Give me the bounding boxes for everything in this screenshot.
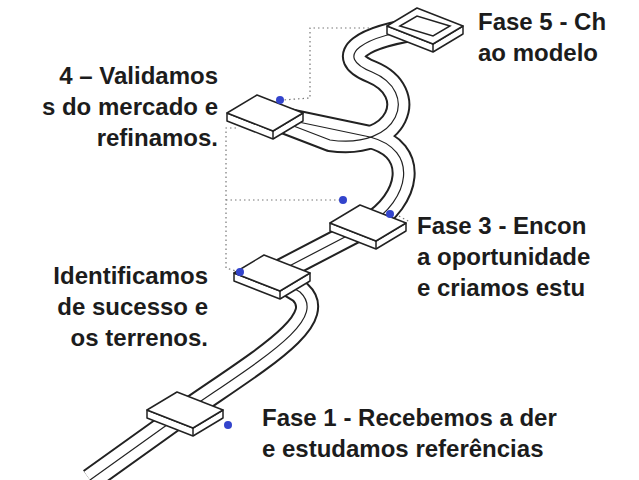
phase-label: Fase 3 - Encon a oportunidade e criamos … <box>417 210 590 303</box>
phase-label: Identificamos de sucesso e os terrenos. <box>53 260 208 353</box>
phase-label: 4 – Validamos s do mercado e refinamos. <box>42 60 218 153</box>
phase-label: Fase 1 - Recebemos a der e estudamos ref… <box>262 402 557 464</box>
phase-label: Fase 5 - Ch ao modelo <box>478 6 606 68</box>
marker-dots <box>224 96 394 429</box>
